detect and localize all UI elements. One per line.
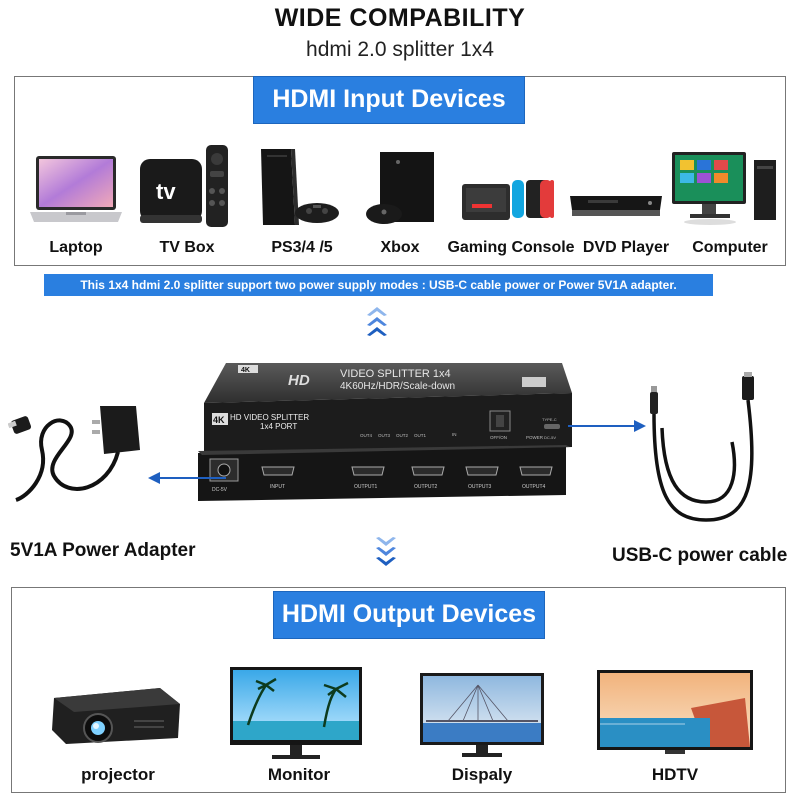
hdmi-splitter-device: 4K HD VIDEO SPLITTER 1x4 4K60Hz/HDR/Scal… <box>198 363 572 501</box>
device-label-dvd-player: DVD Player <box>582 239 670 256</box>
usb-c-cable-label: USB-C power cable <box>612 545 788 566</box>
hdmi-output2-port <box>411 466 445 476</box>
front-brand: HD VIDEO SPLITTER <box>230 413 309 422</box>
top-subtitle: 4K60Hz/HDR/Scale-down <box>340 381 455 392</box>
led-label-out4: OUT4 <box>360 433 372 438</box>
back-port-output1: OUTPUT1 <box>354 484 378 490</box>
hdmi-output1-port <box>351 466 385 476</box>
page-title: WIDE COMPABILITY <box>274 4 526 32</box>
led-label-in: IN <box>452 432 457 437</box>
back-port-output2: OUTPUT2 <box>414 484 438 490</box>
power-label: POWER <box>526 435 544 440</box>
top-title: VIDEO SPLITTER 1x4 <box>340 368 451 380</box>
device-label-playstation: PS3/4 /5 <box>271 239 333 256</box>
power-adapter-icon <box>8 406 140 502</box>
input-devices-banner: HDMI Input Devices <box>253 76 525 124</box>
usb-c-port <box>544 424 560 429</box>
device-label-laptop: Laptop <box>49 239 103 256</box>
device-label-gaming-console: Gaming Console <box>447 239 575 256</box>
down-chevrons-icon <box>376 537 396 566</box>
dc-jack <box>217 463 231 477</box>
usb-c-cable-icon <box>650 372 754 522</box>
top-4k-badge <box>238 365 258 373</box>
hdmi-input-port <box>261 466 295 476</box>
projector-icon <box>52 688 180 744</box>
top-4k-text: 4K <box>241 367 250 374</box>
hdtv-icon <box>597 670 753 754</box>
typec-label: TYPE-C <box>542 417 557 422</box>
power-note: This 1x4 hdmi 2.0 splitter support two p… <box>44 274 713 296</box>
computer-icon <box>672 152 776 225</box>
gaming-console-icon <box>462 180 554 220</box>
led-label-out1: OUT1 <box>414 433 426 438</box>
back-dc-label: DC-5V <box>212 487 228 493</box>
dc-label: DC-5V <box>544 435 556 440</box>
page-subtitle: hdmi 2.0 splitter 1x4 <box>306 38 494 61</box>
led-label-out3: OUT3 <box>378 433 390 438</box>
device-label-tv-box: TV Box <box>159 239 215 256</box>
device-label-xbox: Xbox <box>380 239 420 256</box>
back-port-output3: OUTPUT3 <box>468 484 492 490</box>
led-label-out2: OUT2 <box>396 433 408 438</box>
device-label-computer: Computer <box>692 239 768 256</box>
tv-box-icon: tv <box>140 145 228 227</box>
arrow-right-icon <box>568 420 646 432</box>
playstation-icon <box>261 149 339 225</box>
output-label-display: Dispaly <box>451 765 513 784</box>
output-devices-banner: HDMI Output Devices <box>273 591 545 639</box>
back-port-input: INPUT <box>270 484 285 490</box>
power-adapter-label: 5V1A Power Adapter <box>10 540 196 561</box>
switch-label: OFF/ON <box>490 435 507 440</box>
output-label-monitor: Monitor <box>267 765 331 784</box>
hdmi-output4-port <box>519 466 553 476</box>
hdmi-output3-port <box>465 466 499 476</box>
laptop-icon <box>30 156 122 222</box>
front-port: 1x4 PORT <box>260 422 297 431</box>
up-chevrons-icon <box>367 307 387 336</box>
output-label-hdtv: HDTV <box>651 765 699 784</box>
xbox-icon <box>366 152 434 224</box>
arrow-left-icon <box>148 472 226 484</box>
display-icon <box>420 673 544 757</box>
output-label-projector: projector <box>81 765 155 784</box>
top-brand: HD <box>288 372 310 389</box>
front-4k-text: 4K <box>213 415 225 425</box>
dvd-player-icon <box>570 196 662 216</box>
back-port-output4: OUTPUT4 <box>522 484 546 490</box>
monitor-icon <box>230 667 362 759</box>
tv-box-logo: tv <box>156 179 176 204</box>
